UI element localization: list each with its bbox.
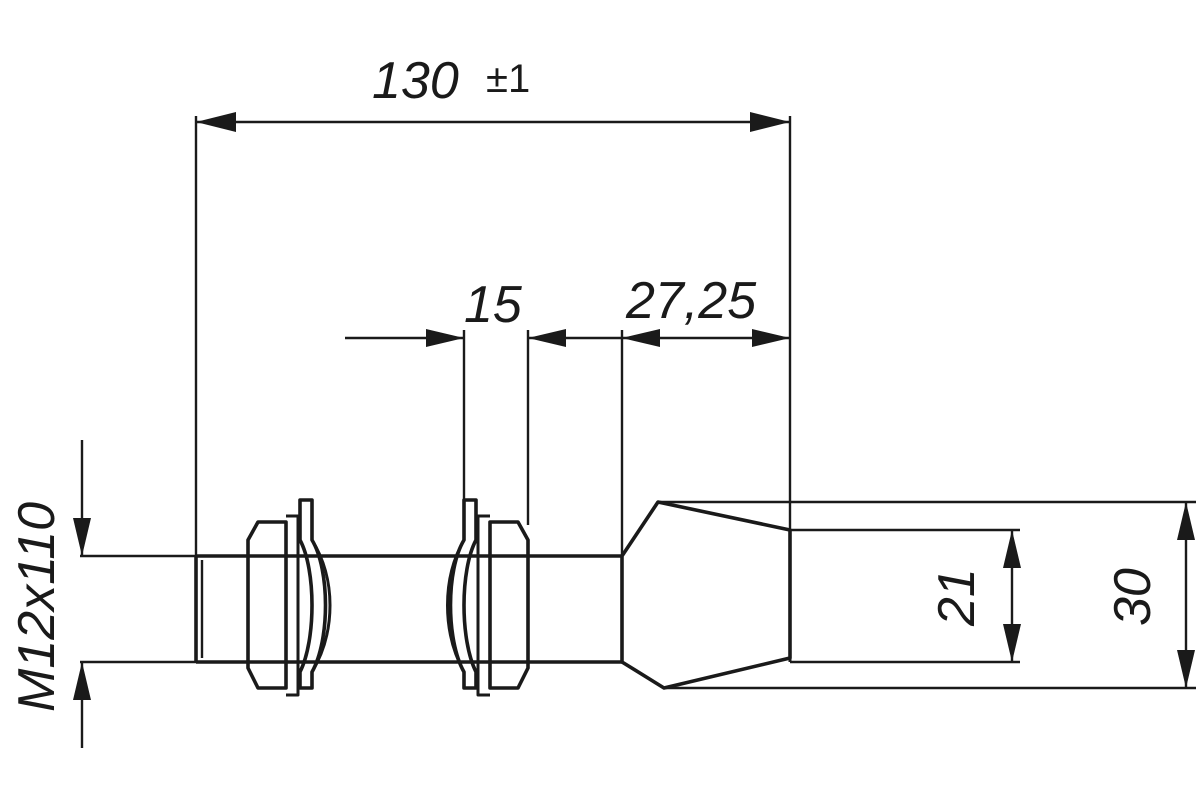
spring-washer-right (446, 498, 478, 690)
head-diameter-dimensions: 21 30 (658, 500, 1196, 690)
thread-spec-value: M12x110 (8, 502, 66, 712)
arrow-27-right (752, 329, 790, 347)
spring-washer-left-curve (310, 539, 332, 673)
thread-arrow-bottom (73, 662, 91, 700)
nut-left-washer (286, 514, 300, 697)
arrow-left (196, 112, 236, 132)
nut-right (476, 514, 530, 697)
head-outline (620, 500, 792, 690)
head-length-dimension: 27,25 (620, 272, 790, 560)
sensing-head (620, 500, 792, 690)
nut-right-body (488, 520, 530, 690)
spring-washer-left (298, 498, 332, 690)
arrow-21-top (1003, 530, 1021, 568)
nut-left (246, 514, 300, 697)
sensor-body (194, 498, 792, 697)
arrow-30-top (1177, 502, 1195, 540)
dimension-27-25-value: 27,25 (625, 272, 757, 330)
nut-right-washer (476, 514, 490, 697)
arrow-30-bottom (1177, 650, 1195, 688)
dimension-130-value: 130 (372, 52, 459, 110)
arrow-right (750, 112, 790, 132)
arrow-27-left (622, 329, 660, 347)
thread-arrow-top (73, 518, 91, 556)
dimension-30-value: 30 (1104, 568, 1162, 626)
arrow-15-left (426, 329, 464, 347)
nut-gap-dimension: 15 (345, 276, 622, 525)
overall-length-dimension: 130 ±1 (194, 52, 792, 555)
dimension-21-value: 21 (928, 568, 986, 627)
spring-washer-right-body (448, 498, 478, 690)
thread-dimension: M12x110 (8, 440, 250, 748)
dimension-130-tolerance: ±1 (486, 57, 530, 101)
spring-washer-left-body (298, 498, 328, 690)
dimension-15-value: 15 (464, 276, 523, 334)
nut-left-body (246, 520, 288, 690)
spring-washer-right-curve (446, 539, 466, 673)
arrow-15-right (528, 329, 566, 347)
arrow-21-bottom (1003, 624, 1021, 662)
